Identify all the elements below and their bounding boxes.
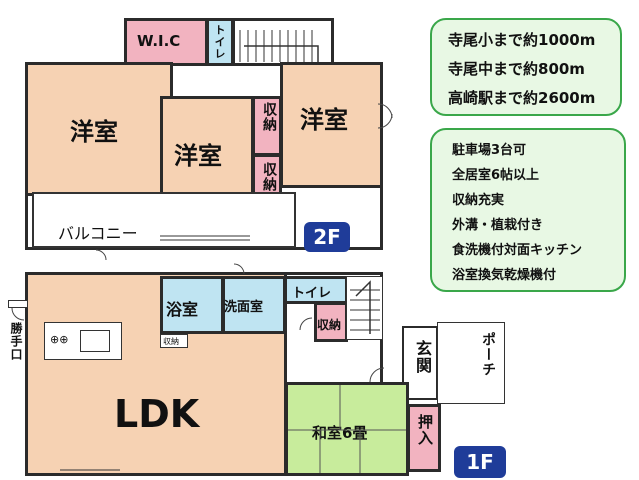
2f-stair-treads xyxy=(239,30,319,62)
back-door-label: 勝手口 xyxy=(9,322,23,361)
room-center-2f-label: 洋室 xyxy=(174,142,222,170)
access-line-3: 高崎駅まで約2600m xyxy=(448,89,596,107)
feature-2: 全居室6帖以上 xyxy=(452,168,540,183)
room-east-2f xyxy=(280,62,383,188)
kitchen-storage xyxy=(160,334,188,348)
windows xyxy=(60,235,250,475)
1f-stair-treads xyxy=(350,280,380,334)
porch xyxy=(437,322,505,404)
wic-room xyxy=(124,18,208,66)
storage-b-2f-label: 収納 xyxy=(261,162,277,192)
oshiire-label: 押入 xyxy=(416,414,434,446)
balcony xyxy=(32,192,296,248)
feature-3: 収納充実 xyxy=(452,193,505,208)
feature-6: 浴室換気乾燥機付 xyxy=(452,268,557,283)
tatami-lines xyxy=(288,385,406,473)
1f-storage-label: 収納 xyxy=(317,318,342,332)
oshiire xyxy=(407,404,441,472)
bath-room xyxy=(160,276,224,334)
features-info-box: 駐車場3台可 全居室6帖以上 収納充実 外溝・植栽付き 食洗機付対面キッチン 浴… xyxy=(430,128,626,292)
washitsu-label: 和室6畳 xyxy=(312,424,368,442)
feature-1: 駐車場3台可 xyxy=(452,143,527,158)
balcony-label: バルコニー xyxy=(58,224,138,243)
wic-label: W.I.C xyxy=(137,32,181,50)
1f-storage xyxy=(314,302,348,342)
stove-icon: ⊕⊕ xyxy=(50,333,69,346)
badge-1f: 1F xyxy=(454,446,506,478)
porch-label: ポーチ xyxy=(480,332,496,377)
back-door-step xyxy=(8,300,28,308)
access-info-box: 寺尾小まで約1000m 寺尾中まで約800m 高崎駅まで約2600m xyxy=(430,18,622,116)
bath-label: 浴室 xyxy=(166,300,199,319)
kitchen-sink xyxy=(80,330,110,352)
entrance-label: 玄関 xyxy=(413,340,432,374)
washroom xyxy=(222,276,286,334)
access-line-2: 寺尾中まで約800m xyxy=(448,60,585,78)
2f-toilet-label: トイレ xyxy=(213,24,226,60)
1f-toilet-label: トイレ xyxy=(292,286,332,301)
room-west-2f-label: 洋室 xyxy=(70,118,118,146)
kitchen-storage-label: 収納 xyxy=(163,337,179,346)
access-line-1: 寺尾小まで約1000m xyxy=(448,31,596,49)
door-swings xyxy=(11,103,393,383)
washroom-label: 洗面室 xyxy=(224,300,264,315)
feature-4: 外溝・植栽付き xyxy=(452,218,544,233)
ldk-label: LDK xyxy=(114,392,200,436)
storage-a-2f-label: 収納 xyxy=(261,102,277,132)
feature-5: 食洗機付対面キッチン xyxy=(452,243,583,258)
badge-2f: 2F xyxy=(304,222,350,252)
room-east-2f-label: 洋室 xyxy=(300,106,348,134)
